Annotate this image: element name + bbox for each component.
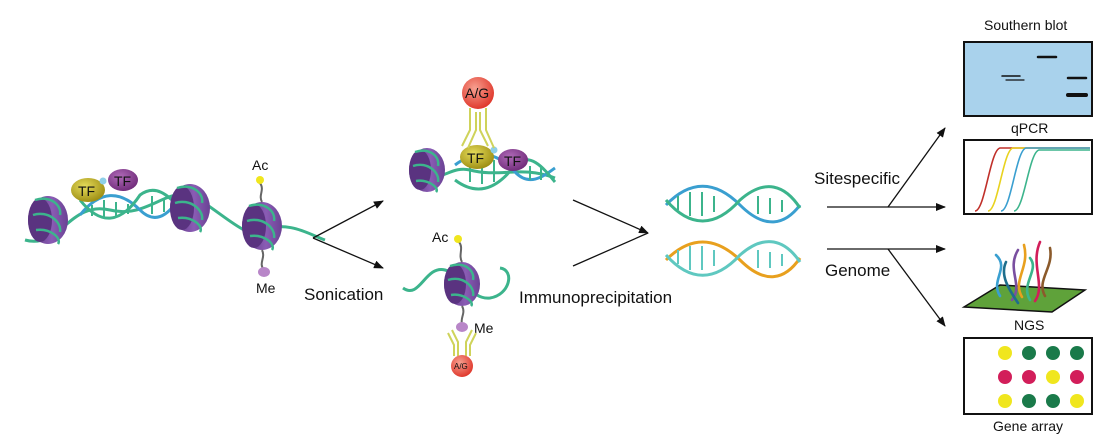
antibody-top bbox=[461, 108, 495, 149]
ngs-label: NGS bbox=[1014, 317, 1044, 333]
nucleosome-bottom bbox=[444, 235, 480, 332]
sonication-arrows bbox=[312, 200, 384, 269]
protein-ag-top: A/G bbox=[462, 77, 494, 109]
tf-yellow-ip: TF bbox=[460, 145, 498, 169]
array-spot bbox=[998, 394, 1012, 408]
purified-dna-bottom bbox=[664, 240, 802, 279]
sonication-label: Sonication bbox=[304, 285, 383, 304]
immunoprecipitation-label: Immunoprecipitation bbox=[519, 288, 672, 307]
svg-text:TF: TF bbox=[78, 183, 95, 199]
ac-label-ip: Ac bbox=[432, 229, 448, 245]
tf-yellow: TF bbox=[71, 177, 107, 202]
array-spot bbox=[1022, 346, 1036, 360]
southern-blot-label: Southern blot bbox=[984, 17, 1067, 33]
array-spot bbox=[1070, 394, 1084, 408]
gene-array-label: Gene array bbox=[993, 418, 1063, 434]
antibody-bottom bbox=[447, 329, 477, 356]
me-label-ip: Me bbox=[474, 320, 494, 336]
gene-array-dots bbox=[998, 346, 1084, 408]
tf-ip-complex: TF TF A/G bbox=[409, 77, 557, 193]
tf-purple-ip: TF bbox=[498, 149, 528, 171]
array-spot bbox=[1070, 346, 1084, 360]
acetyl-mark bbox=[256, 176, 264, 184]
array-spot bbox=[1070, 370, 1084, 384]
svg-text:TF: TF bbox=[504, 153, 521, 169]
ac-label: Ac bbox=[252, 157, 268, 173]
nucleosome-top bbox=[409, 148, 445, 193]
analysis-arrows bbox=[827, 127, 946, 327]
nucleosome-3 bbox=[242, 176, 282, 277]
purified-dna-top bbox=[664, 184, 802, 224]
array-spot bbox=[998, 346, 1012, 360]
nucleosome-2 bbox=[170, 184, 210, 233]
protein-ag-bottom: A/G bbox=[451, 355, 473, 377]
qpcr-label: qPCR bbox=[1011, 120, 1048, 136]
gene-array-panel bbox=[963, 337, 1093, 415]
ip-arrows bbox=[572, 199, 649, 267]
me-label: Me bbox=[256, 280, 276, 296]
array-spot bbox=[1046, 346, 1060, 360]
svg-text:TF: TF bbox=[114, 173, 131, 189]
array-spot bbox=[1046, 394, 1060, 408]
methyl-mark bbox=[258, 267, 270, 277]
array-spot bbox=[998, 370, 1012, 384]
array-spot bbox=[1022, 394, 1036, 408]
qpcr-panel bbox=[963, 139, 1093, 215]
tf-purple: TF bbox=[108, 169, 138, 191]
histone-ip-complex: Ac Me A/G bbox=[402, 229, 511, 377]
southern-blot-panel bbox=[963, 41, 1093, 117]
sitespecific-label: Sitespecific bbox=[814, 169, 900, 188]
svg-text:TF: TF bbox=[467, 150, 484, 166]
genome-label: Genome bbox=[825, 261, 890, 280]
array-spot bbox=[1046, 370, 1060, 384]
chromatin-left: Ac Me TF TF bbox=[24, 157, 326, 296]
ngs-panel bbox=[961, 240, 1088, 313]
svg-text:A/G: A/G bbox=[454, 362, 468, 371]
array-spot bbox=[1022, 370, 1036, 384]
nucleosome-1 bbox=[28, 196, 68, 245]
svg-text:A/G: A/G bbox=[465, 85, 489, 101]
